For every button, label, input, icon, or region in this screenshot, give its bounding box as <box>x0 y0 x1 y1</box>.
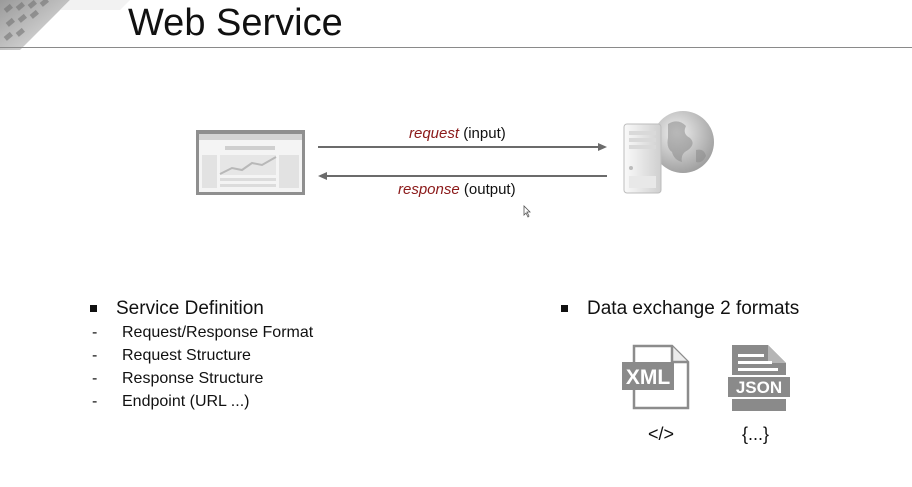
request-label: request (input) <box>409 125 506 142</box>
request-suffix: (input) <box>463 125 506 142</box>
xml-caption: </> <box>648 424 675 444</box>
title-divider <box>0 47 912 48</box>
request-word: request <box>409 125 460 142</box>
json-badge: JSON <box>736 378 782 397</box>
bullet-square-icon <box>561 305 568 312</box>
mouse-pointer-icon <box>523 205 531 218</box>
laptop-corner-image <box>0 0 130 50</box>
data-exchange-list: Data exchange 2 formats <box>561 298 799 324</box>
json-caption: {...} <box>742 424 770 444</box>
response-word: response <box>398 181 460 198</box>
browser-window-icon <box>196 130 305 195</box>
request-arrow <box>318 143 607 151</box>
response-label: response (output) <box>398 181 516 198</box>
json-file-icon: JSON <box>726 345 792 411</box>
slide-title: Web Service <box>128 2 343 44</box>
response-arrow <box>318 172 607 180</box>
data-exchange-heading: Data exchange 2 formats <box>587 298 800 319</box>
list-item: -Request Structure <box>92 347 251 364</box>
response-suffix: (output) <box>463 181 516 198</box>
server-globe-icon <box>623 111 714 194</box>
xml-file-icon: XML <box>622 344 690 410</box>
service-definition-list: Service Definition -Request/Response For… <box>90 298 314 416</box>
list-item: -Response Structure <box>92 370 264 387</box>
list-heading: Data exchange 2 formats <box>561 298 799 324</box>
xml-badge: XML <box>626 366 671 389</box>
service-definition-heading: Service Definition <box>116 298 264 319</box>
list-item: -Request/Response Format <box>92 324 314 341</box>
list-heading: Service Definition <box>90 298 264 324</box>
list-item: -Endpoint (URL ...) <box>92 393 250 410</box>
bullet-square-icon <box>90 305 97 312</box>
